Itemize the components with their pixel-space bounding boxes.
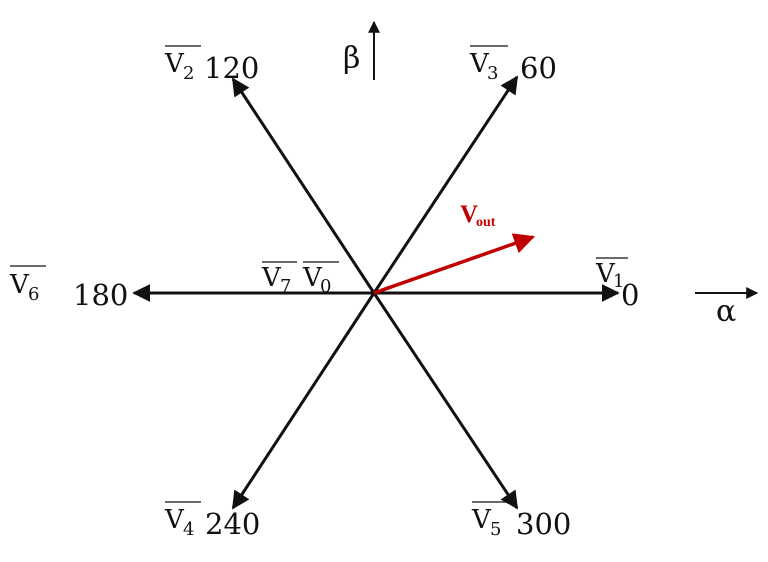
vector-v1-label: V 1 0 bbox=[595, 257, 639, 312]
vector-v3-label: V 3 60 bbox=[469, 45, 557, 85]
svg-text:1: 1 bbox=[613, 271, 624, 292]
svg-text:5: 5 bbox=[490, 519, 501, 540]
vector-v5-arrow bbox=[372, 292, 519, 510]
svg-text:V: V bbox=[595, 259, 616, 289]
vector-v2-arrow bbox=[231, 77, 376, 294]
svg-text:6: 6 bbox=[28, 284, 39, 305]
svg-text:V: V bbox=[302, 263, 323, 293]
zero-vectors-label: V 7 V 0 bbox=[261, 261, 339, 297]
vector-v5-label: V 5 300 bbox=[471, 501, 571, 541]
vout-arrow bbox=[373, 233, 535, 295]
svg-text:V: V bbox=[471, 505, 492, 535]
v0-subscript: 0 bbox=[320, 276, 331, 297]
alpha-axis-label: α bbox=[716, 294, 736, 329]
svg-text:V: V bbox=[469, 49, 490, 79]
v7-subscript: 7 bbox=[280, 276, 291, 297]
svg-text:V: V bbox=[261, 263, 282, 293]
angle-label-120: 120 bbox=[204, 51, 259, 85]
vector-v3-arrow bbox=[372, 75, 519, 294]
svg-text:V: V bbox=[164, 505, 185, 535]
svg-text:V: V bbox=[9, 270, 30, 300]
angle-label-300: 300 bbox=[516, 507, 571, 541]
angle-label-0: 0 bbox=[621, 278, 639, 312]
svg-text:3: 3 bbox=[487, 63, 498, 84]
svg-text:V: V bbox=[460, 201, 478, 228]
angle-label-180: 180 bbox=[73, 278, 128, 312]
svg-text:V: V bbox=[164, 49, 185, 79]
vector-v2-label: V 2 120 bbox=[164, 45, 259, 85]
angle-label-60: 60 bbox=[520, 51, 557, 85]
svg-text:4: 4 bbox=[183, 519, 194, 540]
beta-axis-label: β bbox=[343, 41, 360, 76]
vout-label: V out bbox=[460, 201, 496, 230]
vector-v4-arrow bbox=[231, 292, 376, 510]
svg-text:out: out bbox=[476, 215, 496, 230]
angle-label-240: 240 bbox=[205, 507, 260, 541]
vector-v6-label: V 6 180 bbox=[9, 265, 128, 312]
vector-v4-label: V 4 240 bbox=[164, 501, 260, 541]
svg-text:2: 2 bbox=[183, 63, 194, 84]
